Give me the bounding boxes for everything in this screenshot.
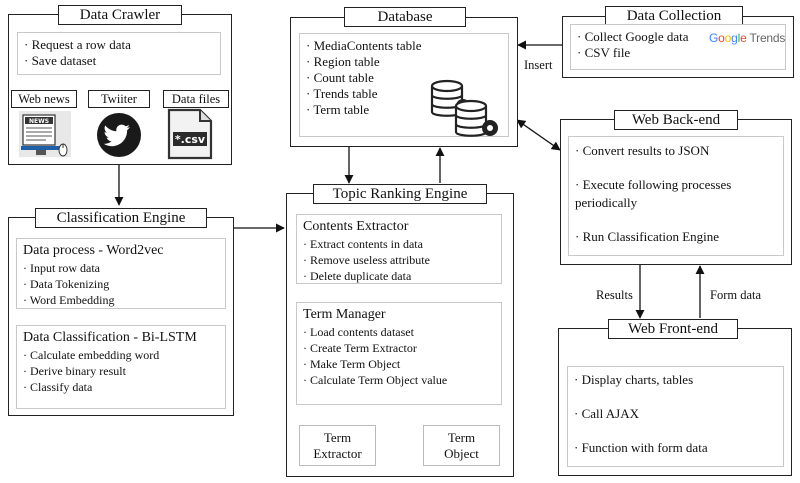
data-classification-item: · Classify data <box>23 380 93 394</box>
backend-task-item: · Run Classification Engine <box>575 229 720 244</box>
collection-items-panel: · Collect Google data · CSV file <box>570 24 786 70</box>
source-data-files: Data files <box>163 90 229 108</box>
backend-tasks-panel: · Convert results to JSON · Execute foll… <box>568 136 784 256</box>
results-label: Results <box>596 288 633 302</box>
contents-extractor-item: · Delete duplicate data <box>303 269 412 283</box>
database-table-item: · Term table <box>306 102 370 117</box>
contents-extractor-panel: Contents Extractor · Extract contents in… <box>296 214 502 284</box>
term-manager-header: Term Manager <box>303 307 386 322</box>
frontend-task-item: · Function with form data <box>574 440 708 455</box>
data-process-item: · Data Tokenizing <box>23 277 110 291</box>
topic-ranking-engine-title: Topic Ranking Engine <box>313 184 487 204</box>
google-trends-logo: Google Trends <box>709 31 785 45</box>
database-table-item: · Count table <box>306 70 374 85</box>
contents-extractor-item: · Remove useless attribute <box>303 253 430 267</box>
database-table-item: · Trends table <box>306 86 378 101</box>
data-process-panel: Data process - Word2vec · Input row data… <box>16 238 226 309</box>
database-icon <box>430 79 498 137</box>
term-extractor-box: Term Extractor <box>299 425 376 466</box>
backend-task-item: periodically <box>575 195 638 210</box>
crawler-actions-panel: · Request a row data · Save dataset <box>17 32 221 75</box>
twitter-icon <box>97 113 141 157</box>
frontend-task-item: · Display charts, tables <box>574 372 694 387</box>
database-title: Database <box>344 7 466 27</box>
data-process-header: Data process - Word2vec <box>23 243 164 258</box>
crawler-action-item: · Request a row data <box>24 37 131 52</box>
news-monitor-icon: NEWS <box>19 111 71 157</box>
term-manager-item: · Create Term Extractor <box>303 341 417 355</box>
database-table-item: · Region table <box>306 54 380 69</box>
frontend-task-item: · Call AJAX <box>574 406 639 421</box>
backend-task-item: · Convert results to JSON <box>575 143 710 158</box>
term-object-line: Object <box>444 446 479 461</box>
backend-task-item: · Execute following processes <box>575 177 732 192</box>
term-extractor-line: Term <box>323 430 352 445</box>
term-manager-item: · Make Term Object <box>303 357 401 371</box>
collection-item: · Collect Google data <box>577 29 689 44</box>
svg-text:*.csv: *.csv <box>175 133 206 146</box>
insert-label: Insert <box>524 58 553 72</box>
web-frontend-title: Web Front-end <box>608 319 738 339</box>
classification-engine-title: Classification Engine <box>35 208 207 228</box>
data-crawler-title: Data Crawler <box>58 5 182 25</box>
term-object-box: Term Object <box>423 425 500 466</box>
source-web-news: Web news <box>11 90 77 108</box>
frontend-tasks-panel: · Display charts, tables · Call AJAX · F… <box>567 366 784 467</box>
data-classification-panel: Data Classification - Bi-LSTM · Calculat… <box>16 325 226 409</box>
term-manager-item: · Load contents dataset <box>303 325 414 339</box>
database-table-item: · MediaContents table <box>306 38 422 53</box>
term-manager-item: · Calculate Term Object value <box>303 373 448 387</box>
csv-file-icon: *.csv <box>167 108 213 160</box>
form-data-label: Form data <box>710 288 762 302</box>
term-object-line: Term <box>447 430 476 445</box>
collection-item: · CSV file <box>577 45 631 60</box>
term-extractor-line: Extractor <box>313 446 362 461</box>
data-classification-item: · Derive binary result <box>23 364 126 378</box>
data-classification-item: · Calculate embedding word <box>23 348 160 362</box>
arrow-database-backend <box>516 119 561 151</box>
crawler-action-item: · Save dataset <box>24 53 97 68</box>
term-manager-panel: Term Manager · Load contents dataset · C… <box>296 302 502 405</box>
web-backend-title: Web Back-end <box>614 110 738 130</box>
svg-text:NEWS: NEWS <box>29 118 49 125</box>
data-process-item: · Word Embedding <box>23 293 115 307</box>
contents-extractor-header: Contents Extractor <box>303 219 409 234</box>
contents-extractor-item: · Extract contents in data <box>303 237 423 251</box>
data-process-item: · Input row data <box>23 261 100 275</box>
google-trends-logo-text: Google Trends <box>709 31 786 45</box>
data-collection-title: Data Collection <box>605 6 743 26</box>
source-twitter: Twiiter <box>88 90 150 108</box>
data-classification-header: Data Classification - Bi-LSTM <box>23 330 197 345</box>
